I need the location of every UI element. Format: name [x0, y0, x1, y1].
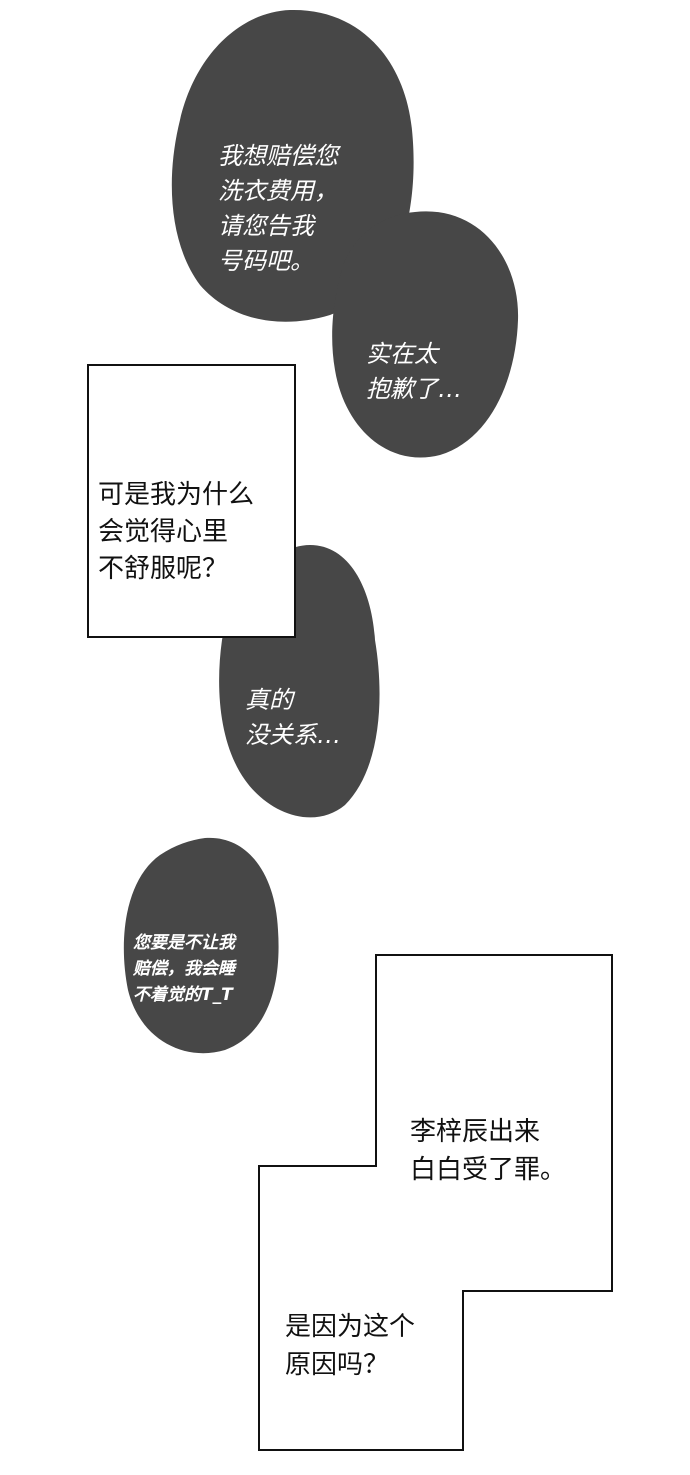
box-2-line-1: 李梓辰出来: [410, 1117, 541, 1147]
box-2-line-4: 原因吗？: [285, 1350, 390, 1380]
narration-box-2-text-lower: 是因为这个原因吗？: [285, 1270, 415, 1422]
bubble-3-line-1: 真的: [245, 686, 293, 714]
speech-bubble-4-shape: [123, 837, 279, 1054]
speech-bubble-3-text: 真的没关系…: [245, 648, 341, 788]
speech-bubble-1-text: 我想赔偿您洗衣费用， 请您告我号码吧。: [218, 104, 338, 314]
speech-bubble-2-text: 实在太抱歉了…: [366, 302, 462, 442]
bubble-2-line-2: 抱歉了…: [366, 375, 462, 403]
speech-bubble-4-text: 您要是不让我赔偿，我会睡不着觉的T_T: [133, 904, 235, 1034]
box-1-line-2: 会觉得心里: [98, 517, 229, 547]
narration-box-2-text-upper: 李梓辰出来白白受了罪。: [410, 1075, 566, 1227]
narration-box-1: [87, 364, 296, 638]
speech-bubble-1-shape: [171, 9, 414, 322]
bubble-1-line-1: 我想赔偿您: [218, 142, 338, 170]
bubble-1-line-4: 号码吧。: [218, 247, 314, 275]
speech-bubble-2-shape: [332, 211, 519, 458]
bubble-3-line-2: 没关系…: [245, 721, 341, 749]
bubble-4-line-2: 赔偿，我会睡: [133, 959, 235, 979]
box-1-line-1: 可是我为什么: [98, 480, 255, 510]
bubble-1-line-2: 洗衣费用，: [218, 177, 338, 205]
bubble-1-line-3: 请您告我: [218, 212, 314, 240]
bubble-4-line-1: 您要是不让我: [133, 933, 235, 953]
box-2-line-3: 是因为这个: [285, 1312, 416, 1342]
box-1-line-3: 不舒服呢？: [98, 554, 229, 584]
bubble-2-line-1: 实在太: [366, 340, 438, 368]
narration-box-1-text: 可是我为什么会觉得心里不舒服呢？: [98, 440, 254, 625]
narration-box-2-shape: [258, 954, 613, 1451]
bubble-4-line-3: 不着觉的T_T: [133, 985, 233, 1005]
box-2-line-2: 白白受了罪。: [410, 1155, 567, 1185]
